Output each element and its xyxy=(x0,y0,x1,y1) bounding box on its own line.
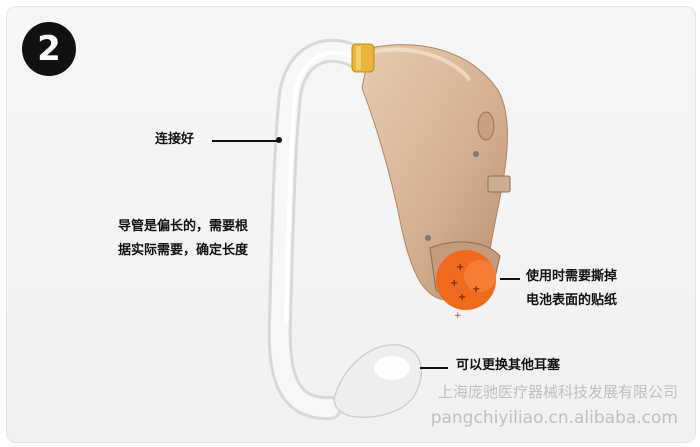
svg-text:+: + xyxy=(454,311,462,321)
svg-text:+: + xyxy=(472,284,480,295)
svg-text:+: + xyxy=(458,292,466,303)
step-badge: 2 xyxy=(22,22,76,76)
callout-tube-line2: 据实际需要，确定长度 xyxy=(118,243,249,258)
battery-sticker: + + + + + xyxy=(436,250,496,321)
leader-dot-connect xyxy=(276,137,282,143)
svg-text:+: + xyxy=(456,262,464,273)
svg-text:+: + xyxy=(450,278,458,289)
watermark-company: 上海庞驰医疗器械科技发展有限公司 xyxy=(437,383,678,401)
tube xyxy=(267,38,370,420)
step-number: 2 xyxy=(37,29,61,69)
ear-tip xyxy=(333,344,423,418)
callout-eartip: 可以更换其他耳塞 xyxy=(456,358,561,373)
leader-battery xyxy=(500,278,520,280)
callout-battery-line2: 电池表面的贴纸 xyxy=(526,293,618,308)
watermark-url: pangchiyiliao.cn.alibaba.com xyxy=(430,408,678,428)
leader-connect xyxy=(212,140,278,142)
leader-eartip xyxy=(420,367,448,369)
callout-connect: 连接好 xyxy=(155,132,195,147)
callout-tube-line1: 导管是偏长的，需要根 xyxy=(118,219,249,234)
callout-battery-line1: 使用时需要撕掉 xyxy=(526,269,618,284)
